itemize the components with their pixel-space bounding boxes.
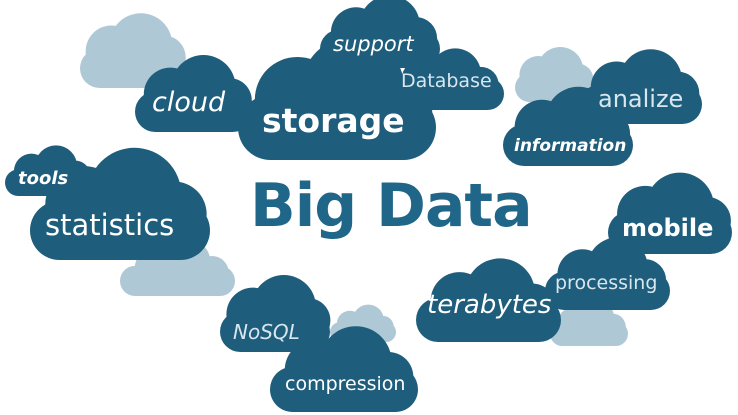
cloud-shape-statistics xyxy=(30,147,210,260)
keyword-compression: compression xyxy=(285,373,406,395)
cloud-shape-light xyxy=(515,47,594,102)
cloud-shape-light xyxy=(80,13,186,88)
keyword-nosql: NoSQL xyxy=(233,320,300,344)
cloud-shape-processing xyxy=(545,237,670,310)
keyword-processing: processing xyxy=(555,272,658,294)
cloud-shape-information xyxy=(503,86,633,166)
keyword-cloud: cloud xyxy=(152,87,226,118)
keyword-statistics: statistics xyxy=(45,208,175,242)
cloud-shape-support xyxy=(320,0,440,68)
keyword-storage: storage xyxy=(262,101,405,140)
keyword-mobile: mobile xyxy=(622,214,714,242)
cloud-shape-database xyxy=(388,48,504,110)
keyword-tools: tools xyxy=(18,168,69,189)
cloud-shape-nosql xyxy=(220,275,331,352)
keyword-analize: analize xyxy=(598,85,684,113)
cloud-shape-light xyxy=(550,299,628,346)
keyword-database: Database xyxy=(401,70,492,92)
big-data-title: Big Data xyxy=(250,171,533,241)
cloud-shape-compression xyxy=(270,326,418,412)
keyword-terabytes: terabytes xyxy=(427,290,552,320)
cloud-shape-cloud xyxy=(135,54,253,132)
keyword-support: support xyxy=(333,32,414,56)
cloud-shape-terabytes xyxy=(416,258,561,342)
cloud-shape-mobile xyxy=(608,172,732,254)
keyword-information: information xyxy=(514,136,627,156)
